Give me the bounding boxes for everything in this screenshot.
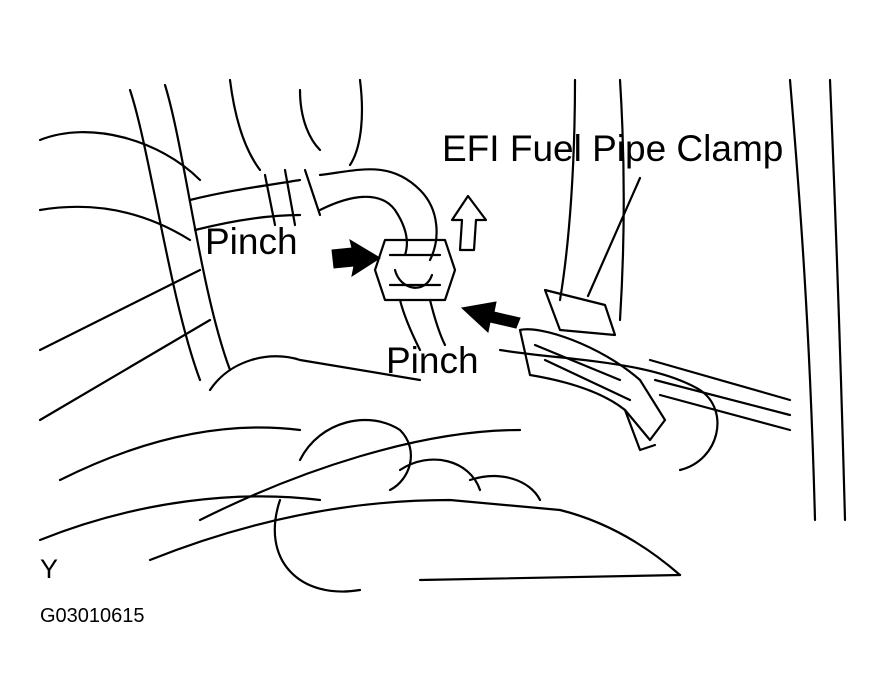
figure-code: G03010615: [40, 605, 145, 627]
engine-contour: [38, 318, 212, 422]
pipe-clamp: [623, 408, 657, 452]
fuel-pipe: [398, 298, 422, 352]
engine-contour: [348, 78, 364, 167]
engine-contour: [498, 348, 719, 472]
fuel-pipe: [428, 298, 447, 347]
pipe-connector: [388, 253, 442, 287]
engine-contour: [298, 88, 322, 152]
engine-contour: [128, 88, 202, 382]
pipe-clamp: [533, 343, 632, 402]
engine-contour: [653, 378, 792, 417]
pipe-connector: [393, 268, 434, 289]
pinch-arrow-left: [331, 238, 381, 278]
engine-contour: [558, 78, 577, 302]
engine-contour: [298, 418, 412, 492]
engine-contour: [788, 78, 817, 522]
clamp-leader-line: [586, 176, 642, 298]
engine-contour: [208, 355, 422, 392]
engine-contour: [163, 83, 232, 372]
engine-contour: [558, 508, 682, 577]
hose-fitting: [263, 168, 322, 227]
engine-contour: [38, 495, 322, 542]
engine-contour: [58, 426, 302, 482]
clamp-label: EFI Fuel Pipe Clamp: [442, 128, 784, 169]
engine-contour: [148, 498, 562, 562]
pinch-arrow-right: [460, 301, 521, 333]
pipe-clamp: [518, 328, 667, 442]
engine-contour: [618, 78, 625, 322]
pipe-connector: [373, 238, 457, 302]
engine-contour: [38, 268, 202, 352]
engine-contour: [198, 428, 522, 522]
fuel-hose: [318, 195, 409, 257]
engine-contour: [658, 393, 792, 432]
engine-contour: [648, 358, 792, 402]
pinch-label-bottom: Pinch: [386, 340, 479, 381]
pinch-label-left: Pinch: [205, 221, 298, 262]
engine-contour: [273, 498, 362, 593]
view-letter: Y: [40, 554, 59, 584]
fuel-hose: [188, 178, 302, 202]
engine-contour: [468, 475, 542, 502]
engine-contour: [828, 78, 847, 522]
fuel-hose: [193, 213, 302, 232]
fuel-hose: [318, 168, 438, 262]
engine-contour: [38, 131, 202, 182]
engine-contour: [418, 573, 682, 582]
pipe-clamp: [543, 288, 617, 337]
engine-contour: [38, 205, 192, 242]
lift-arrow-icon: [450, 194, 488, 252]
engine-contour: [228, 78, 262, 172]
engine-contour: [398, 458, 482, 492]
